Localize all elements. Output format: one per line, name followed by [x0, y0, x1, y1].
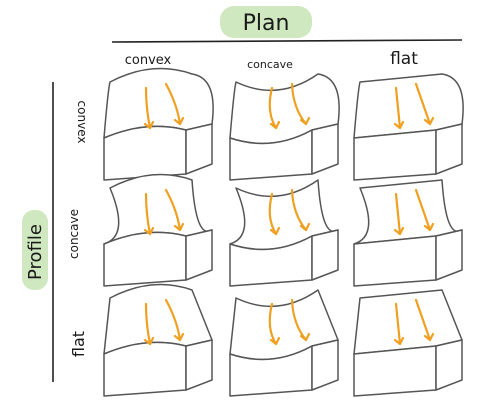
flow-arrow-icon — [414, 188, 432, 232]
flow-arrowhead-icon — [143, 120, 155, 130]
block-front-face — [103, 125, 187, 181]
flow-arrowhead-icon — [143, 336, 155, 346]
flow-arrowhead-icon — [173, 222, 185, 232]
flow-arrowhead-icon — [299, 222, 311, 232]
block-side-face — [185, 229, 213, 281]
flow-arrowhead-icon — [423, 222, 435, 232]
profile-label: Profile — [25, 224, 46, 280]
column-label-flat: flat — [390, 49, 418, 69]
flow-arrowhead-icon — [269, 226, 281, 236]
flow-arrowhead-icon — [173, 332, 185, 342]
slope-block-flat-flat — [353, 289, 463, 397]
block-side-face — [435, 339, 463, 391]
slope-block-flat-concave — [229, 289, 339, 397]
block-front-face — [103, 231, 187, 287]
flow-arrowhead-icon — [423, 332, 435, 342]
flow-arrowhead-icon — [299, 116, 311, 126]
flow-arrowhead-icon — [423, 116, 435, 126]
row-label-convex: convex — [75, 101, 89, 144]
flow-arrow-icon — [144, 192, 152, 236]
slope-block-convex-concave — [229, 73, 340, 181]
flow-arrowhead-icon — [393, 120, 405, 130]
flow-arrow-icon — [268, 86, 278, 130]
flow-arrowhead-icon — [393, 336, 405, 346]
slope-block-concave-convex — [103, 173, 213, 287]
column-label-concave: concave — [247, 58, 293, 71]
slope-block-convex-flat — [353, 73, 464, 181]
flow-arrowhead-icon — [269, 336, 281, 346]
flow-arrow-icon — [394, 86, 402, 130]
slope-block-concave-flat — [353, 179, 463, 287]
flow-arrow-icon — [164, 188, 182, 232]
block-side-face — [311, 229, 339, 281]
flow-arrow-icon — [164, 298, 182, 342]
row-label-flat: flat — [69, 331, 88, 357]
slope-block-flat-convex — [103, 283, 213, 397]
flow-arrow-icon — [414, 298, 432, 342]
slope-block-convex-convex — [103, 67, 214, 181]
flow-arrow-icon — [414, 82, 432, 126]
flow-arrow-icon — [394, 302, 402, 346]
block-side-face — [435, 229, 463, 281]
slope-block-concave-concave — [229, 179, 339, 287]
flow-arrow-icon — [144, 86, 152, 130]
block-side-face — [311, 339, 339, 391]
flow-arrow-icon — [164, 82, 182, 126]
flow-arrowhead-icon — [269, 120, 281, 130]
plan-axis-line — [111, 39, 463, 43]
block-front-face — [353, 129, 437, 181]
block-top-surface — [353, 73, 464, 139]
flow-arrow-icon — [144, 302, 152, 346]
column-label-convex: convex — [125, 53, 172, 68]
flow-arrowhead-icon — [299, 332, 311, 342]
flow-arrow-icon — [268, 192, 278, 236]
flow-arrow-icon — [268, 302, 278, 346]
block-side-face — [185, 123, 213, 175]
block-front-face — [103, 341, 187, 397]
block-side-face — [435, 123, 463, 175]
plan-highlight — [220, 6, 312, 38]
flow-arrow-icon — [394, 192, 402, 236]
row-label-concave: concave — [67, 209, 81, 259]
plan-label: Plan — [243, 11, 290, 36]
flow-arrowhead-icon — [143, 226, 155, 236]
block-front-face — [353, 345, 437, 397]
block-front-face — [353, 235, 437, 287]
block-side-face — [185, 339, 213, 391]
block-side-face — [311, 123, 339, 175]
block-grid — [103, 67, 464, 397]
profile-highlight — [22, 210, 48, 290]
flow-arrowhead-icon — [173, 116, 185, 126]
flow-arrowhead-icon — [393, 226, 405, 236]
